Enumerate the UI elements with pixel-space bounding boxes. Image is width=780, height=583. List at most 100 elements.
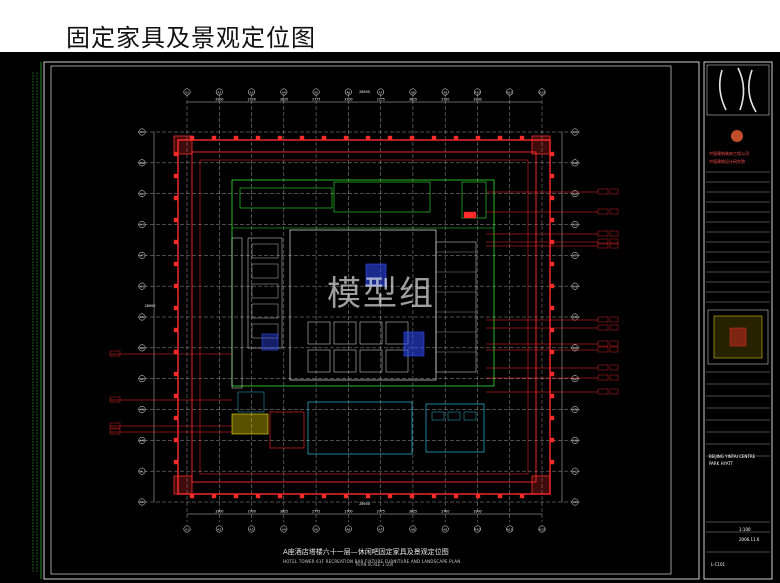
grid-label-left: AR [140,315,144,319]
grid-bubble-right [571,251,579,259]
dimension-text-top: 2700 [441,98,449,102]
dimension-text-top: 2775 [312,98,320,102]
grid-bubble-right [571,436,579,444]
grid-label-left: AM [140,439,145,443]
annotation-tag-right [597,316,609,323]
feature-panel-2 [333,181,431,213]
feature-panel-1 [239,187,333,209]
grid-label-right: AV [573,192,578,196]
perimeter-column-left [173,415,179,421]
grid-bubble-bottom [377,525,385,533]
annotation-tag-right [597,346,609,353]
grid-label-left: AS [140,284,144,288]
dimension-text-bottom: 2700 [344,510,352,514]
grid-bubble-bottom [183,525,191,533]
perimeter-column-bottom [519,493,525,499]
perimeter-column-bottom [277,493,283,499]
grid-bubble-left [138,375,146,383]
lower-room-left [307,401,413,455]
building-core-ring [199,159,529,475]
grid-label-right: AP [573,377,577,381]
grid-bubble-left [138,128,146,136]
grid-label-top: A3 [250,91,254,95]
red-marker [463,211,477,219]
lower-room-fixture [447,411,461,421]
grid-bubble-left [138,436,146,444]
dimension-text-bottom: 2775 [312,510,320,514]
perimeter-column-bottom [409,493,415,499]
perimeter-column-left [173,437,179,443]
sheet-title-text: A座酒店塔楼六十一层—休闲吧固定家具及景观定位图 [283,548,449,556]
blue-fixture-left [261,333,279,351]
grid-bubble-bottom [215,525,223,533]
blue-fixture-top [365,263,387,287]
perimeter-column-bottom [255,493,261,499]
grid-label-right: AT [573,254,577,258]
perimeter-column-left [173,283,179,289]
perimeter-column-right [549,393,555,399]
grid-label-left: AK [140,500,145,504]
perimeter-column-top [475,135,481,141]
title-block-company-1: 中国建筑装饰工程公司 [709,151,749,156]
yellow-fixture-block [231,413,269,435]
perimeter-column-right [549,371,555,377]
grid-bubble-right [571,221,579,228]
grid-bubble-bottom [248,525,255,533]
grid-bubble-top [312,88,320,96]
perimeter-column-left [173,327,179,333]
grid-label-bottom: A1 [185,528,189,532]
grid-label-top: A4 [282,91,286,95]
grid-bubble-bottom [538,525,546,533]
perimeter-column-left [173,371,179,377]
annotation-tag-left [109,396,121,403]
annotation-tag-right [597,374,609,381]
grid-bubble-left [138,221,146,228]
grid-label-left: AX [140,130,144,134]
grid-bubble-right [571,282,579,290]
annotation-tag-right [597,324,609,331]
perimeter-column-top [189,135,195,141]
title-block-project-2: PARK HYATT [709,461,733,466]
grid-label-left: AU [140,223,144,227]
annotation-tag-right [609,388,619,395]
perimeter-column-right [549,459,555,465]
grid-label-right: AM [573,439,578,443]
grid-bubble-top [506,88,514,96]
booth-table [251,263,279,279]
grid-label-left: AV [140,192,145,196]
grid-bubble-left [138,406,146,413]
perimeter-column-top [233,135,239,141]
perimeter-column-bottom [453,493,459,499]
perimeter-column-top [321,135,327,141]
grid-bubble-top [248,88,255,96]
grid-label-bottom: A10 [475,528,481,532]
logo-mark [718,67,757,113]
grid-label-top: A11 [507,91,513,95]
grid-label-right: AX [573,130,577,134]
grid-bubble-left [138,190,146,198]
central-lounge [289,229,437,381]
booth-table [251,283,279,299]
keyplan-frame [707,309,769,365]
grid-label-top: A6 [346,91,350,95]
grid-label-bottom: A7 [379,528,383,532]
dimension-text-top: 2700 [248,98,256,102]
perimeter-column-top [409,135,415,141]
annotation-tag-right [609,324,619,331]
grid-label-bottom: A9 [443,528,447,532]
perimeter-column-bottom [431,493,437,499]
lounge-seating-block [359,349,383,373]
lounge-seating-block [385,349,409,373]
grid-bubble-top [280,88,288,96]
perimeter-column-right [549,151,555,157]
grid-label-bottom: A4 [282,528,286,532]
right-service-counter [435,241,477,373]
grid-bubble-left [138,498,146,506]
grid-bubble-bottom [312,525,320,533]
grid-bubble-left [138,344,146,352]
dimension-text-bottom: 2700 [441,510,449,514]
perimeter-column-left [173,459,179,465]
perimeter-column-top [343,135,349,141]
dimension-text-top: 2775 [377,98,385,102]
